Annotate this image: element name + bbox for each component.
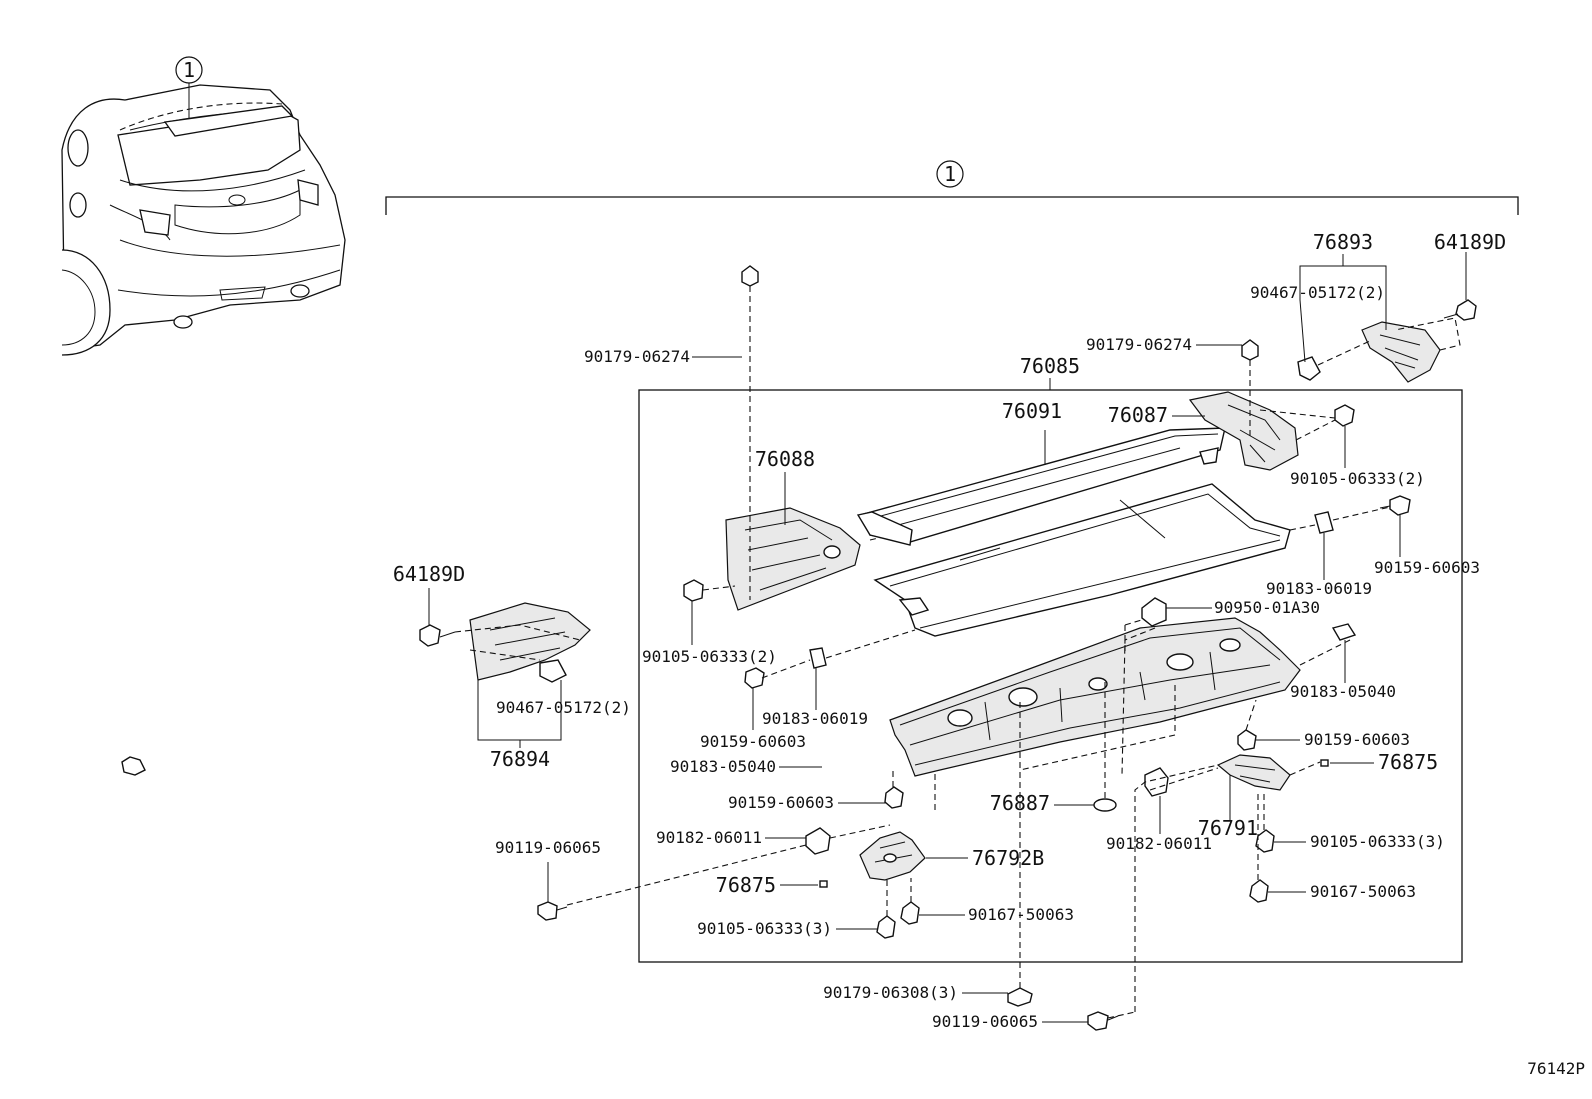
label-90159-60603-lower-left: 90159-60603 <box>728 793 834 812</box>
spoiler-top-76091 <box>856 427 1226 546</box>
label-90105-06333-3-left: 90105-06333(3) <box>697 919 832 938</box>
leader-lines-bottom <box>547 766 1088 1023</box>
label-90183-06019-right: 90183-06019 <box>1266 579 1372 598</box>
label-76893: 76893 <box>1313 230 1373 254</box>
label-64189D-left: 64189D <box>393 562 465 586</box>
label-90167-50063-right: 90167-50063 <box>1310 882 1416 901</box>
label-90105-06333-2-left: 90105-06333(2) <box>642 647 777 666</box>
diagram-code: 76142P <box>1527 1059 1585 1078</box>
label-76791: 76791 <box>1198 816 1258 840</box>
label-90179-06274-right: 90179-06274 <box>1086 335 1192 354</box>
label-76875-left: 76875 <box>716 873 776 897</box>
nut-icon <box>741 265 759 287</box>
label-90119-06065-left: 90119-06065 <box>495 838 601 857</box>
bracket-left-76792B <box>859 831 926 881</box>
label-90183-05040-left: 90183-05040 <box>670 757 776 776</box>
right-bracket-76087 <box>1188 391 1336 471</box>
label-90182-06011-right: 90182-06011 <box>1106 834 1212 853</box>
side-cover-left-76894 <box>419 602 591 683</box>
label-76792B: 76792B <box>972 846 1044 870</box>
label-90183-05040-right: 90183-05040 <box>1290 682 1396 701</box>
label-64189D-right: 64189D <box>1434 230 1506 254</box>
label-90183-06019-left: 90183-06019 <box>762 709 868 728</box>
label-90105-06333-3-right: 90105-06333(3) <box>1310 832 1445 851</box>
label-90179-06274-left: 90179-06274 <box>584 347 690 366</box>
label-76088: 76088 <box>755 447 815 471</box>
label-76091: 76091 <box>1002 399 1062 423</box>
car-callout-number: 1 <box>183 58 195 82</box>
label-90105-06333-2-right: 90105-06333(2) <box>1290 469 1425 488</box>
label-76875-right: 76875 <box>1378 750 1438 774</box>
spoiler-base-plate <box>889 617 1301 777</box>
spoiler-lower-panel <box>873 483 1291 637</box>
car-callout-circle: 1 <box>175 56 203 84</box>
label-90167-50063-left: 90167-50063 <box>968 905 1074 924</box>
left-bracket-76088 <box>725 507 901 611</box>
nut-icon <box>1241 339 1259 361</box>
label-76087: 76087 <box>1108 403 1168 427</box>
part-labels: 76085 76091 76087 76088 76893 64189D 904… <box>393 230 1585 1078</box>
label-90159-60603-upper-right: 90159-60603 <box>1374 558 1480 577</box>
fastener-group <box>683 265 1411 903</box>
label-90119-06065-bottom: 90119-06065 <box>932 1012 1038 1031</box>
label-90467-05172-left: 90467-05172(2) <box>496 698 631 717</box>
label-90467-05172-right: 90467-05172(2) <box>1250 283 1385 302</box>
label-90950-01A30: 90950-01A30 <box>1214 598 1320 617</box>
label-90182-06011-left: 90182-06011 <box>656 828 762 847</box>
label-90159-60603-mid-right: 90159-60603 <box>1304 730 1410 749</box>
label-76887: 76887 <box>990 791 1050 815</box>
label-90159-60603-left: 90159-60603 <box>700 732 806 751</box>
car-rear-view-illustration <box>61 82 346 356</box>
label-76894: 76894 <box>490 747 550 771</box>
bracket-right-76791 <box>1216 754 1321 791</box>
assembly-bracket: 1 <box>385 160 1519 215</box>
label-90179-06308-3: 90179-06308(3) <box>823 983 958 1002</box>
leader-lines <box>428 252 1467 893</box>
install-lines <box>566 286 1391 1019</box>
side-cover-right-76893 <box>1297 299 1477 383</box>
label-76085: 76085 <box>1020 354 1080 378</box>
assembly-ref-number: 1 <box>944 162 956 186</box>
